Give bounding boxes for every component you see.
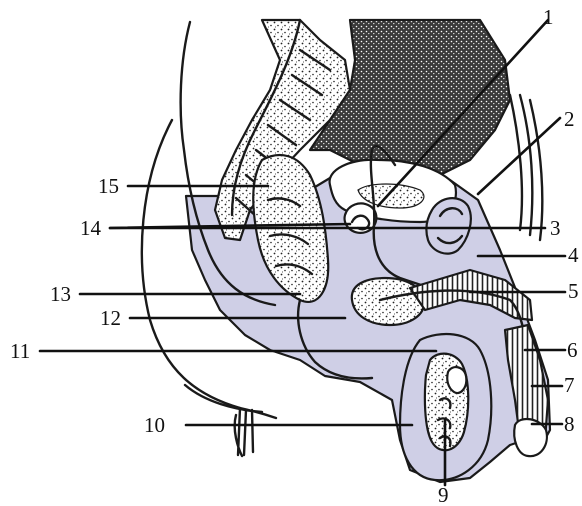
label-1: 1	[543, 5, 554, 29]
abdominal-wall	[510, 95, 542, 240]
label-7: 7	[564, 373, 575, 397]
label-15: 15	[98, 174, 119, 198]
label-5: 5	[568, 279, 579, 303]
label-14: 14	[80, 216, 102, 240]
label-4: 4	[568, 243, 579, 267]
label-10: 10	[144, 413, 165, 437]
epididymis	[447, 367, 466, 393]
label-3: 3	[550, 216, 561, 240]
label-11: 11	[10, 339, 30, 363]
label-6: 6	[567, 338, 578, 362]
label-8: 8	[564, 412, 575, 436]
label-13: 13	[50, 282, 71, 306]
hair-tuft	[235, 408, 253, 456]
prostate	[352, 278, 424, 325]
label-2: 2	[564, 107, 575, 131]
label-9: 9	[438, 483, 449, 506]
label-12: 12	[100, 306, 121, 330]
